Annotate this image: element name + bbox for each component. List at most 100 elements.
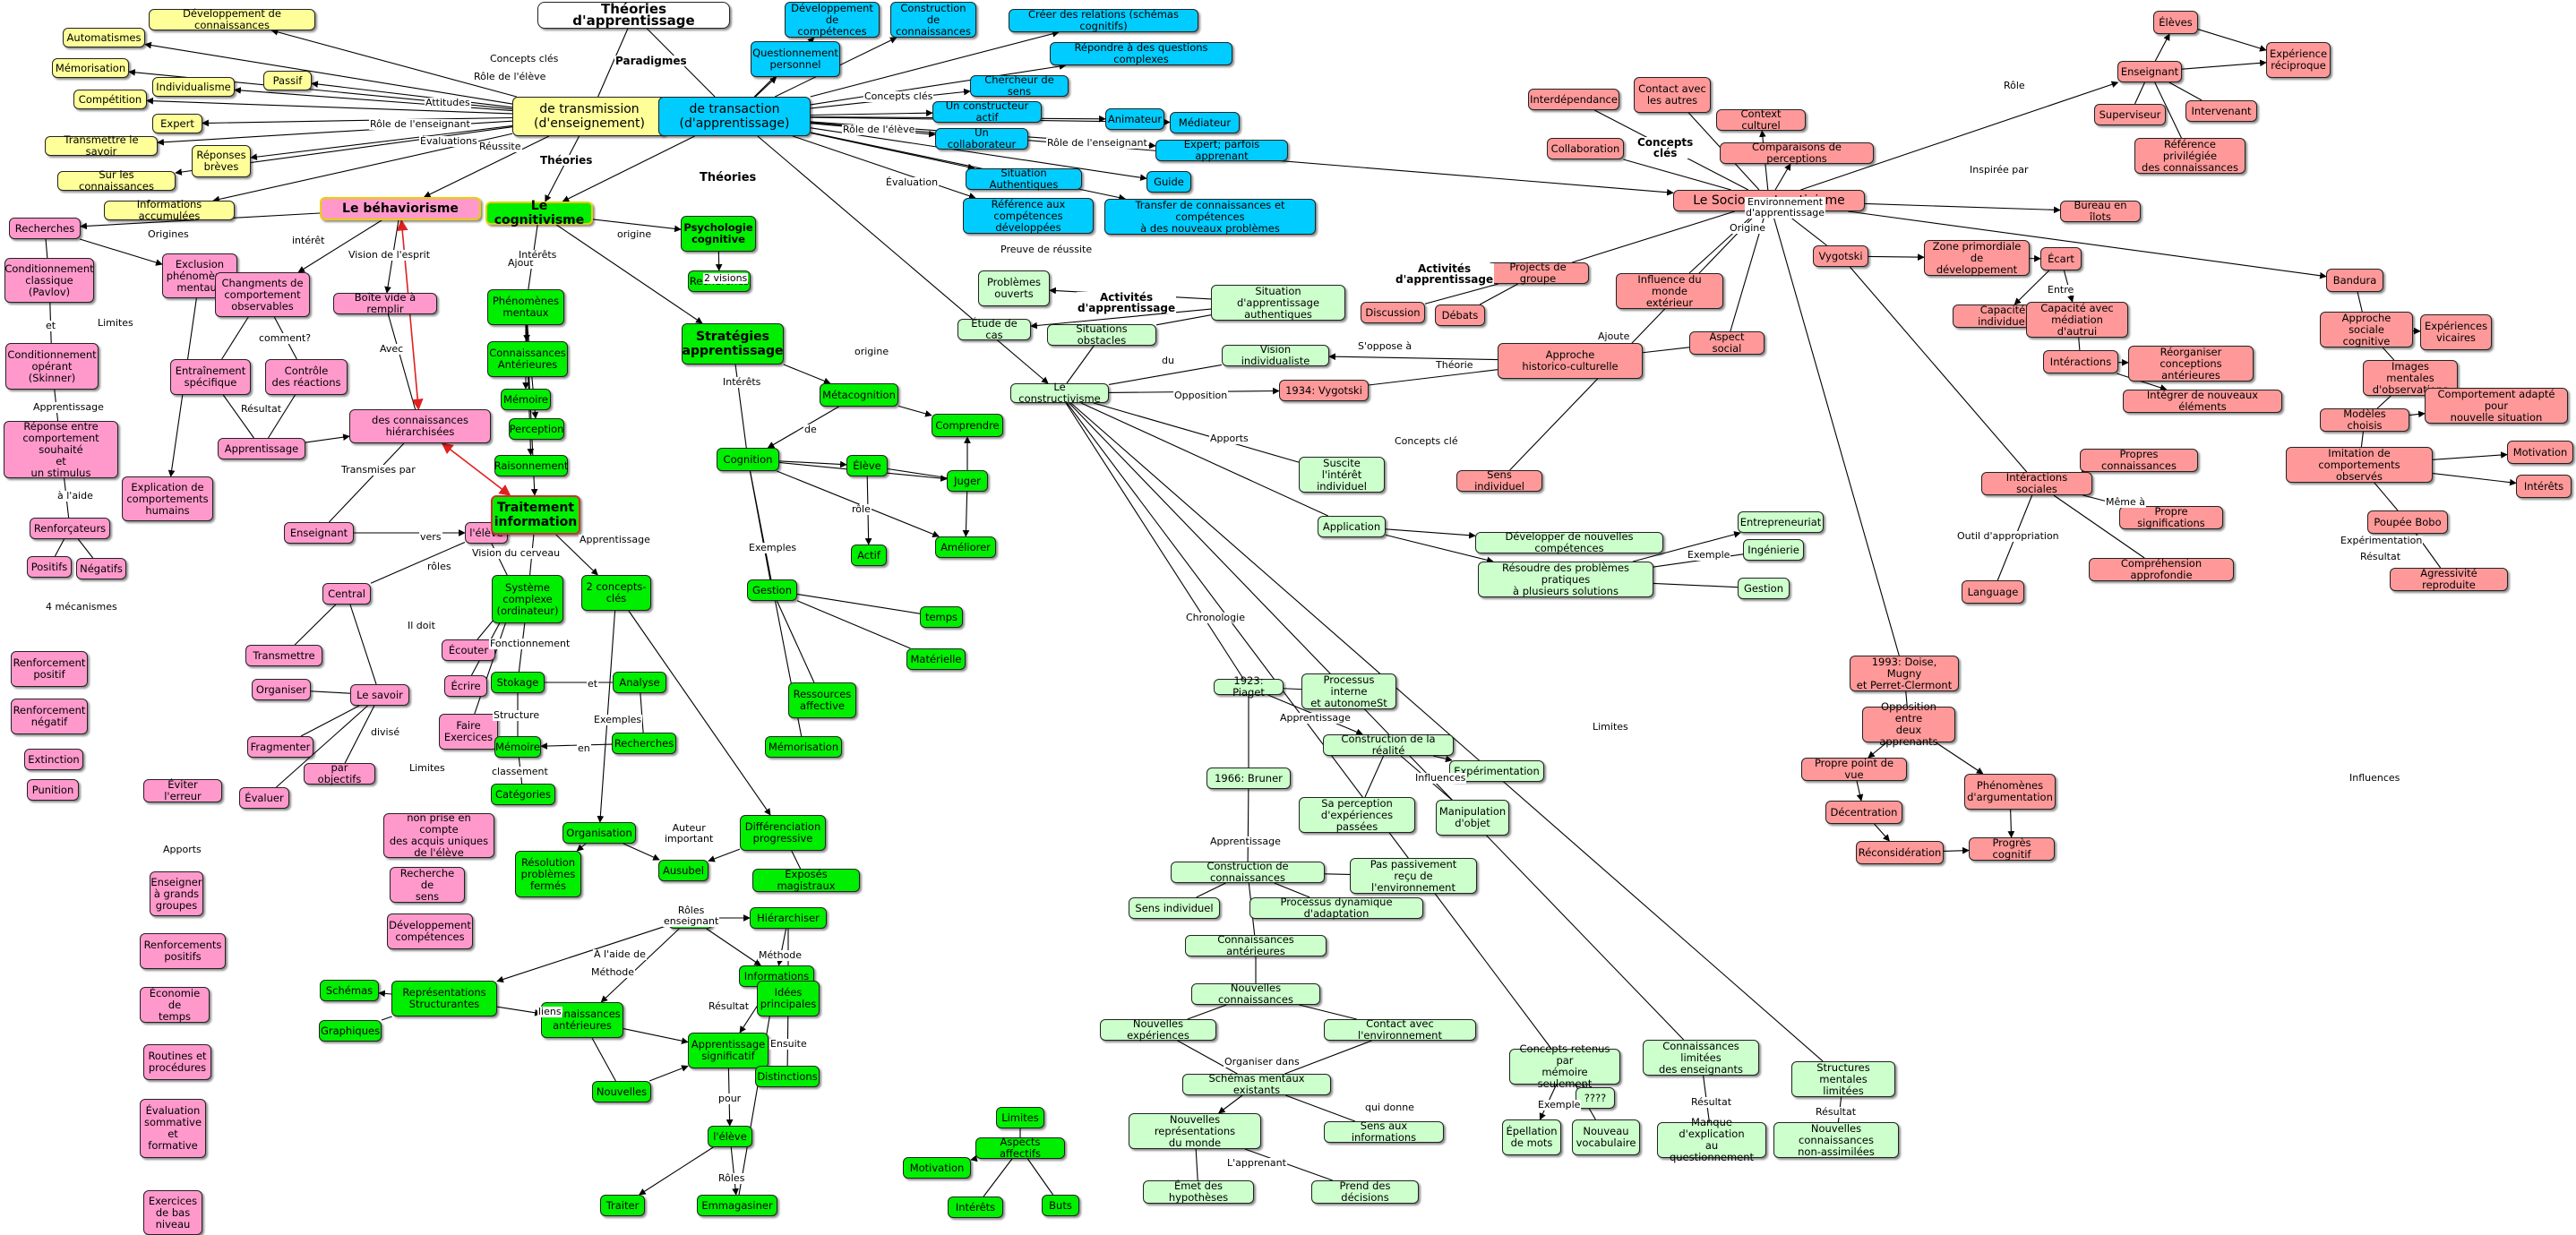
concept-node-g43[interactable]: Distinctions — [755, 1066, 820, 1087]
concept-node-y11[interactable]: Informations accumulées — [104, 201, 235, 220]
concept-node-s48[interactable]: Phénomènes d'argumentation — [1964, 774, 2056, 810]
concept-node-s2[interactable]: Contact avec les autres — [1634, 77, 1711, 113]
concept-node-p23[interactable]: Organiser — [252, 679, 311, 700]
concept-node-g5[interactable]: Connaissances Antérieures — [487, 341, 568, 377]
concept-node-g49[interactable]: Traiter — [600, 1195, 645, 1216]
concept-node-l19[interactable]: Manipulation d'objet — [1436, 800, 1509, 836]
concept-node-s22[interactable]: Zone primordiale de développement — [1924, 240, 2030, 276]
concept-node-p20[interactable]: Transmettre — [245, 645, 322, 666]
concept-node-b13[interactable]: Situation Authentiques — [966, 168, 1082, 190]
concept-node-g17[interactable]: Système complexe (ordinateur) — [492, 575, 563, 623]
concept-node-p35[interactable]: Recherche de sens — [390, 867, 465, 903]
concept-node-l30[interactable]: Sens aux informations — [1324, 1121, 1444, 1143]
concept-node-p2[interactable]: Conditionnement classique (Pavlov) — [4, 258, 94, 303]
concept-node-l34[interactable]: ???? — [1576, 1087, 1615, 1109]
concept-node-l28[interactable]: Schémas mentaux existants — [1182, 1074, 1331, 1095]
concept-node-l39[interactable]: Structures mentales limitées — [1791, 1061, 1895, 1097]
concept-node-s51[interactable]: Progrès cognitif — [1969, 837, 2055, 861]
concept-node-l25[interactable]: Nouvelles connaissances — [1191, 983, 1320, 1005]
concept-node-g46[interactable]: Limites — [996, 1107, 1044, 1128]
concept-node-p7[interactable]: Entraînement spécifique — [170, 359, 251, 395]
concept-node-s25[interactable]: Capacité avec médiation d'autrui — [2026, 302, 2128, 338]
concept-node-g42[interactable]: Apprentissage significatif — [688, 1033, 769, 1068]
concept-node-p38[interactable]: Renforcements positifs — [140, 933, 226, 969]
concept-node-y3[interactable]: Mémorisation — [52, 58, 129, 78]
concept-node-s42[interactable]: Propre significations — [2119, 506, 2223, 529]
concept-node-b6[interactable]: Chercheur de sens — [970, 75, 1069, 97]
concept-node-l1[interactable]: Problèmes ouverts — [978, 270, 1050, 306]
concept-node-l16[interactable]: 1966: Bruner — [1206, 768, 1291, 789]
concept-node-s49[interactable]: Décentration — [1825, 801, 1902, 824]
concept-node-y1[interactable]: Développement de connaissances — [149, 9, 315, 30]
concept-node-p40[interactable]: Routines et procédures — [143, 1044, 211, 1080]
concept-node-s11[interactable]: Référence privilégiée des connaissances — [2134, 138, 2245, 174]
concept-node-n_cogn[interactable]: Le cognitivisme — [485, 202, 593, 225]
concept-node-s21[interactable]: Vygotski — [1813, 245, 1868, 267]
concept-node-l35[interactable]: Épellation de mots — [1502, 1119, 1561, 1155]
concept-node-s23[interactable]: Écart — [2040, 247, 2082, 270]
concept-node-l6[interactable]: Suscite l'intérêt individuel — [1299, 457, 1385, 493]
concept-node-s5[interactable]: Comparaisons de perceptions — [1720, 142, 1874, 164]
concept-node-g16[interactable]: Améliorer — [935, 536, 996, 558]
concept-node-g41[interactable]: Idées principales — [757, 981, 820, 1016]
concept-node-s37[interactable]: Intérêts — [2516, 475, 2572, 498]
concept-node-l12[interactable]: Gestion — [1738, 578, 1790, 599]
concept-node-p26[interactable]: Renforcement négatif — [11, 699, 88, 734]
concept-node-g8[interactable]: Perception — [509, 418, 564, 440]
concept-node-s34[interactable]: Comportement adapté pour nouvelle situat… — [2425, 388, 2568, 424]
concept-node-y4[interactable]: Individualisme — [152, 77, 235, 97]
concept-node-l14[interactable]: Processus interne et autonomeSt — [1301, 673, 1396, 709]
concept-node-y8[interactable]: Transmettre le savoir — [45, 136, 158, 156]
concept-node-s33[interactable]: Modèles choisis — [2320, 408, 2409, 432]
concept-node-g19[interactable]: Gestion — [747, 579, 797, 601]
concept-node-l40[interactable]: Nouvelles connaissances non-assimilées — [1773, 1122, 1899, 1158]
concept-node-s9[interactable]: Superviseur — [2094, 104, 2166, 125]
concept-node-p4[interactable]: Changments de comportement observables — [215, 272, 310, 317]
concept-node-p42[interactable]: Exercices de bas niveau — [143, 1190, 202, 1235]
concept-node-s19[interactable]: 1934: Vygotski — [1279, 380, 1369, 401]
concept-node-g27[interactable]: Mémorisation — [765, 736, 842, 758]
concept-node-l3[interactable]: Étude de cas — [957, 319, 1031, 340]
concept-node-p22[interactable]: Renforcement positif — [11, 651, 88, 687]
concept-node-p10[interactable]: Apprentissage — [218, 438, 305, 459]
concept-node-p25[interactable]: Écrire — [444, 675, 487, 697]
concept-node-s27[interactable]: Réorganiser conceptions antérieures — [2128, 346, 2254, 382]
concept-node-s38[interactable]: Poupée Bobo — [2367, 510, 2448, 534]
concept-node-s29[interactable]: Bandura — [2326, 269, 2383, 292]
concept-node-s26[interactable]: Intéractions — [2043, 350, 2118, 373]
concept-node-l10[interactable]: Ingénierie — [1743, 539, 1804, 561]
concept-node-s43[interactable]: Language — [1962, 580, 2024, 604]
concept-node-s17[interactable]: Aspect social — [1689, 331, 1765, 355]
concept-node-g35[interactable]: Hiérarchiser — [750, 907, 827, 929]
concept-node-p31[interactable]: Punition — [27, 779, 79, 801]
concept-node-n_trans_ens[interactable]: de transmission (d'enseignement) — [512, 97, 666, 136]
concept-node-n_trans_app[interactable]: de transaction (d'apprentissage) — [658, 97, 811, 136]
concept-node-l23[interactable]: Processus dynamique d'adaptation — [1249, 897, 1423, 919]
concept-node-y2[interactable]: Automatismes — [63, 28, 145, 47]
concept-node-b4[interactable]: Créer des relations (schémas cognitifs) — [1009, 9, 1198, 32]
concept-node-p29[interactable]: Extinction — [24, 749, 83, 770]
concept-node-g20[interactable]: temps — [920, 606, 963, 628]
concept-node-l4[interactable]: Situations obstacles — [1047, 324, 1156, 346]
concept-node-g12[interactable]: Raisonnement — [494, 455, 568, 476]
concept-node-p11[interactable]: des connaissances hiérarchisées — [349, 409, 491, 443]
concept-node-y5[interactable]: Passif — [263, 71, 312, 90]
concept-node-g6[interactable]: Mémoire — [501, 389, 551, 410]
concept-node-s14[interactable]: Discussion — [1361, 302, 1425, 323]
concept-node-s28[interactable]: Intégrer de nouveaux éléments — [2123, 390, 2282, 413]
concept-node-g39[interactable]: Graphiques — [319, 1020, 382, 1042]
concept-node-g30[interactable]: Différenciation progressive — [740, 815, 826, 851]
concept-node-s40[interactable]: Propres connaissances — [2080, 449, 2198, 472]
concept-node-g51[interactable]: Intérêts — [948, 1196, 1003, 1218]
concept-node-g50[interactable]: Emmagasiner — [697, 1195, 777, 1216]
concept-node-s36[interactable]: Motivation — [2507, 441, 2573, 464]
concept-node-l11[interactable]: Résoudre des problèmes pratiques à plusi… — [1478, 562, 1653, 597]
concept-node-g28[interactable]: Catégories — [491, 784, 555, 805]
concept-node-l15[interactable]: Construction de la réalité — [1323, 734, 1454, 756]
concept-node-p27[interactable]: Faire Exercices — [439, 714, 498, 750]
concept-node-s12[interactable]: Bureau en îlots — [2060, 201, 2141, 222]
concept-node-g47[interactable]: Aspects affectifs — [975, 1137, 1065, 1159]
concept-node-g9[interactable]: Comprendre — [932, 414, 1003, 437]
concept-node-l8[interactable]: Développer de nouvelles compétences — [1475, 532, 1663, 553]
concept-node-y10[interactable]: Sur les connaissances — [57, 171, 176, 191]
